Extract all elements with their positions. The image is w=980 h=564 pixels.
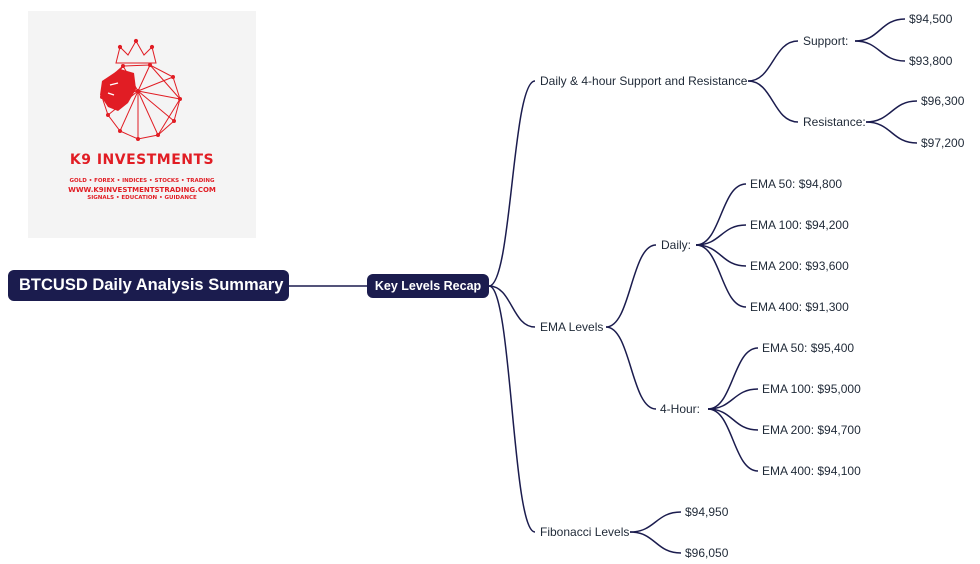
connector-ema bbox=[488, 285, 536, 328]
branch-ema-levels[interactable]: EMA Levels bbox=[540, 320, 604, 334]
connector-resistance-1 bbox=[865, 100, 918, 123]
ema-daily-100[interactable]: EMA 100: $94,200 bbox=[750, 218, 849, 232]
fibonacci-level-1[interactable]: $94,950 bbox=[685, 505, 729, 519]
fibonacci-level-2[interactable]: $96,050 bbox=[685, 546, 729, 560]
ema-4h-400[interactable]: EMA 400: $94,100 bbox=[762, 464, 861, 478]
ema-4h-200[interactable]: EMA 200: $94,700 bbox=[762, 423, 861, 437]
support-level-2[interactable]: $93,800 bbox=[909, 54, 953, 68]
branch-support[interactable]: Support: bbox=[803, 34, 849, 48]
support-level-1[interactable]: $94,500 bbox=[909, 12, 953, 26]
connector-fib-1 bbox=[629, 511, 682, 533]
connector-sr bbox=[488, 80, 536, 287]
root-node[interactable]: BTCUSD Daily Analysis Summary bbox=[8, 270, 289, 301]
connector-ema-daily-3 bbox=[695, 244, 747, 308]
connector-ema-4h bbox=[605, 326, 657, 410]
ema-4h-100[interactable]: EMA 100: $95,000 bbox=[762, 382, 861, 396]
connector-resistance bbox=[747, 80, 799, 123]
connector-fib-2 bbox=[629, 531, 682, 554]
company-logo: K9 INVESTMENTS GOLD • FOREX • INDICES • … bbox=[28, 11, 256, 238]
connector-ema-4h-1 bbox=[707, 388, 759, 410]
resistance-level-1[interactable]: $96,300 bbox=[921, 94, 965, 108]
branch-ema-daily[interactable]: Daily: bbox=[661, 238, 692, 252]
branch-resistance[interactable]: Resistance: bbox=[803, 115, 866, 129]
connector-ema-daily-0 bbox=[695, 183, 747, 246]
ema-daily-400[interactable]: EMA 400: $91,300 bbox=[750, 300, 849, 314]
connector-ema-daily bbox=[605, 244, 657, 328]
ema-4h-50[interactable]: EMA 50: $95,400 bbox=[762, 341, 855, 355]
lion-crown-logo-icon bbox=[100, 38, 182, 141]
logo-tagline-markets: GOLD • FOREX • INDICES • STOCKS • TRADIN… bbox=[69, 178, 215, 184]
logo-title: K9 INVESTMENTS bbox=[69, 152, 215, 168]
branch-ema-4hour[interactable]: 4-Hour: bbox=[660, 402, 701, 416]
connector-fib bbox=[488, 285, 536, 533]
connector-ema-daily-2 bbox=[695, 244, 747, 267]
topic-node-key-levels[interactable]: Key Levels Recap bbox=[367, 274, 489, 298]
connector-ema-daily-1 bbox=[695, 224, 747, 246]
connector-ema-4h-3 bbox=[707, 408, 759, 472]
ema-daily-200[interactable]: EMA 200: $93,600 bbox=[750, 259, 849, 273]
resistance-level-2[interactable]: $97,200 bbox=[921, 136, 965, 150]
ema-daily-50[interactable]: EMA 50: $94,800 bbox=[750, 177, 843, 191]
branch-support-resistance[interactable]: Daily & 4-hour Support and Resistance bbox=[540, 74, 748, 88]
logo-tagline-services: SIGNALS • EDUCATION • GUIDANCE bbox=[87, 195, 197, 201]
connector-ema-4h-2 bbox=[707, 408, 759, 431]
connector-support bbox=[747, 40, 799, 82]
connector-support-2 bbox=[854, 40, 906, 62]
logo-website: WWW.K9INVESTMENTSTRADING.COM bbox=[68, 186, 216, 194]
connector-support-1 bbox=[854, 18, 906, 42]
branch-fibonacci-levels[interactable]: Fibonacci Levels bbox=[540, 525, 630, 539]
connector-ema-4h-0 bbox=[707, 347, 759, 410]
connector-resistance-2 bbox=[865, 121, 918, 144]
